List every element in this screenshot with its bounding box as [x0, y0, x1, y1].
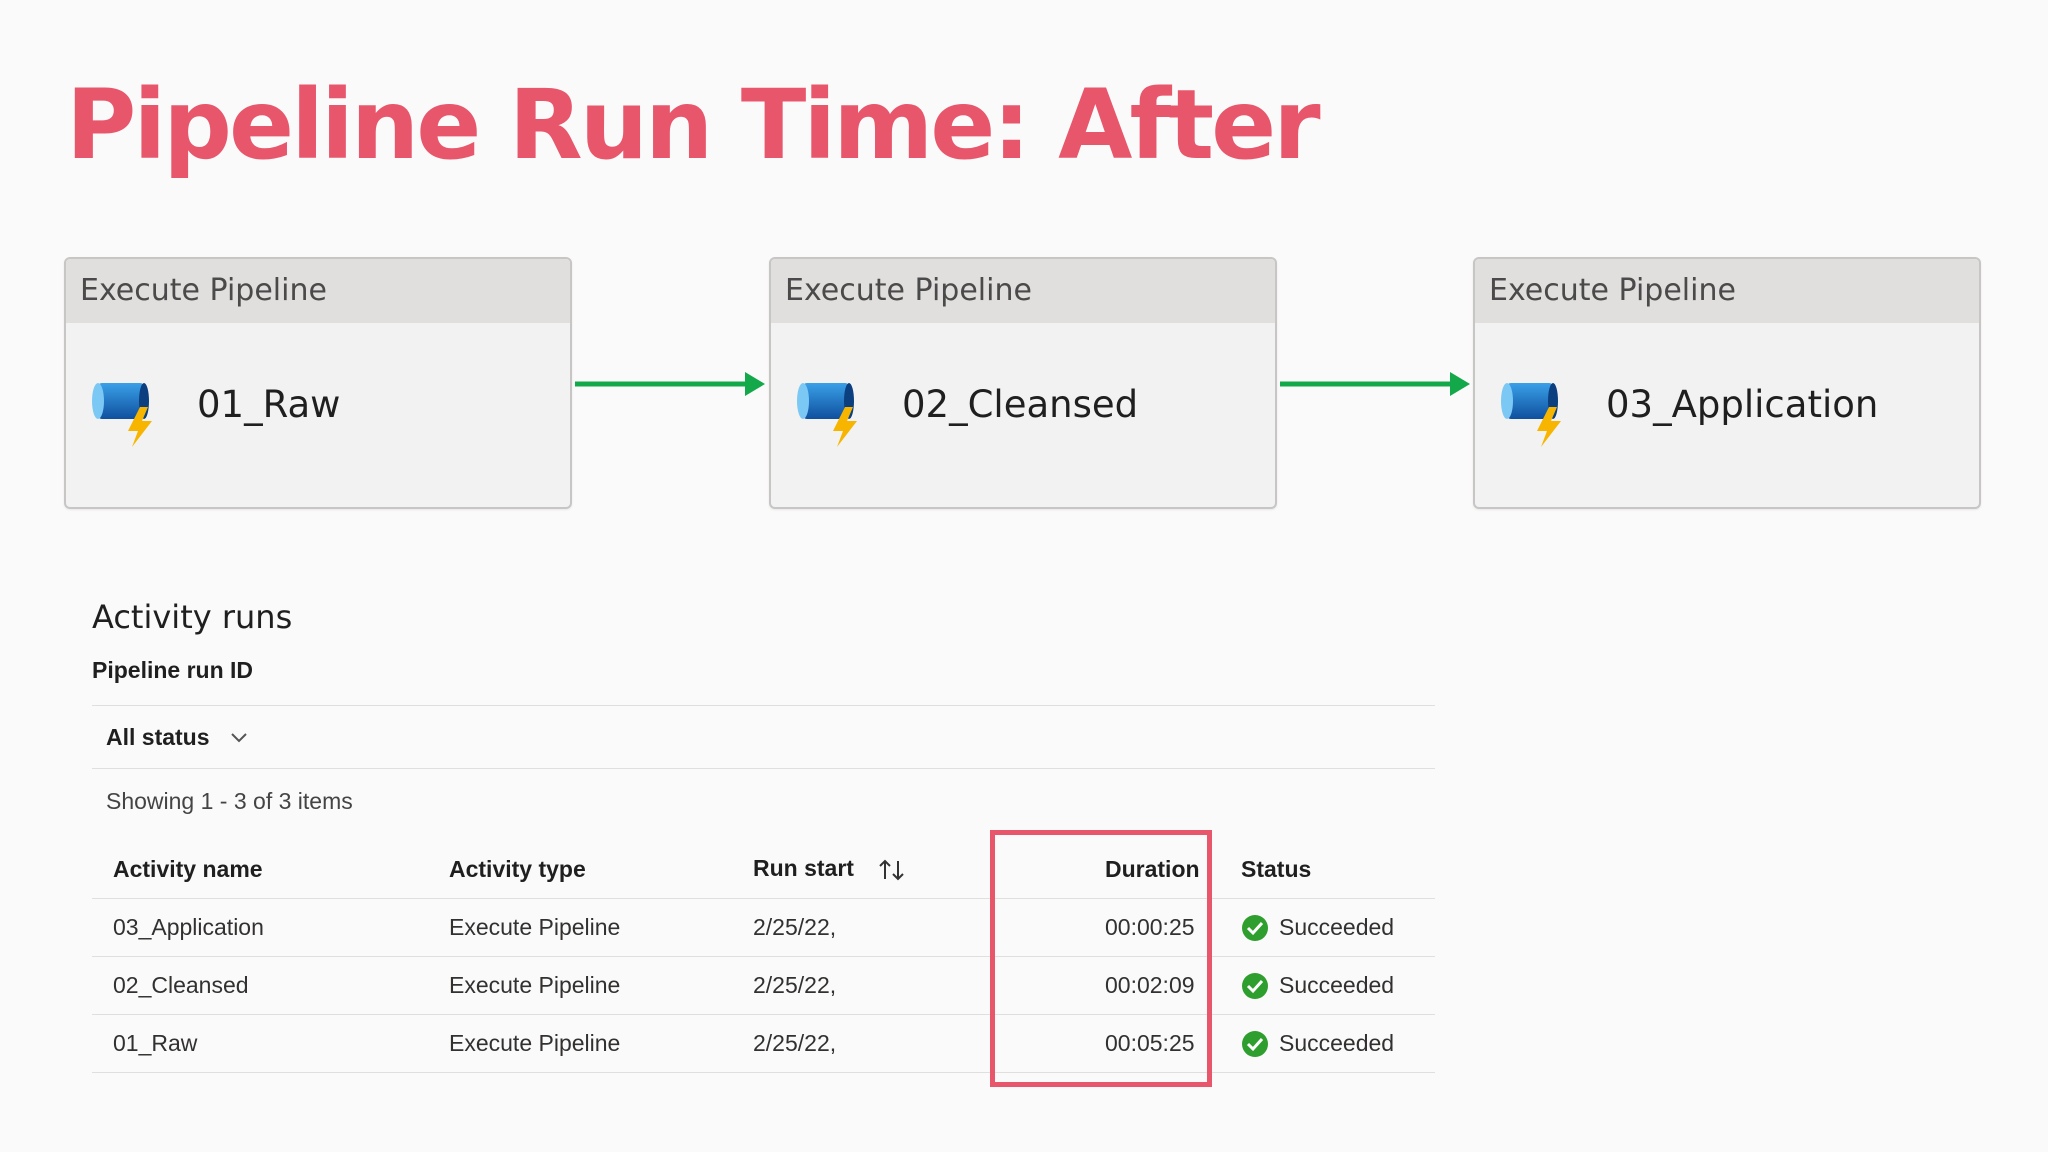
pipeline-name: 01_Raw [197, 383, 341, 426]
chevron-down-icon [230, 732, 247, 742]
items-count: Showing 1 - 3 of 3 items [106, 788, 353, 814]
activity-name-cell[interactable]: 01_Raw [92, 1014, 449, 1073]
card-header: Execute Pipeline [771, 259, 1275, 323]
execute-pipeline-icon [1501, 383, 1561, 447]
pipeline-name: 03_Application [1606, 383, 1879, 426]
activity-name-cell[interactable]: 03_Application [92, 898, 449, 957]
activity-type-cell: Execute Pipeline [449, 898, 753, 957]
status-text: Succeeded [1279, 972, 1395, 998]
divider [92, 768, 1435, 769]
column-header-status[interactable]: Status [1220, 840, 1435, 899]
slide-title: Pipeline Run Time: After [66, 69, 1321, 181]
run-start-cell: 2/25/22, [753, 898, 1037, 957]
pipeline-card-cleansed[interactable]: Execute Pipeline 02_Cleansed [769, 257, 1277, 509]
success-check-icon [1242, 914, 1268, 941]
status-text: Succeeded [1279, 914, 1395, 940]
status-filter-dropdown[interactable]: All status [106, 724, 248, 751]
duration-cell: 00:00:25 [1037, 898, 1220, 957]
duration-cell: 00:05:25 [1037, 1014, 1220, 1073]
flow-arrow [1280, 372, 1470, 396]
pipeline-card-application[interactable]: Execute Pipeline 03_Application [1473, 257, 1981, 509]
success-check-icon [1242, 1030, 1268, 1057]
pipeline-name: 02_Cleansed [902, 383, 1139, 426]
success-check-icon [1242, 972, 1268, 999]
status-filter-label: All status [106, 724, 210, 750]
activity-type-cell: Execute Pipeline [449, 1014, 753, 1073]
table-row[interactable]: 02_Cleansed Execute Pipeline 2/25/22, 00… [92, 956, 1435, 1015]
status-cell: Succeeded [1220, 1014, 1435, 1073]
pipeline-card-raw[interactable]: Execute Pipeline 01_Raw [64, 257, 572, 509]
activity-type-cell: Execute Pipeline [449, 956, 753, 1015]
column-header-duration[interactable]: Duration [1037, 840, 1220, 899]
divider [92, 705, 1435, 706]
table-header-row: Activity name Activity type Run start Du… [92, 840, 1435, 899]
status-cell: Succeeded [1220, 956, 1435, 1015]
column-header-activity-name[interactable]: Activity name [92, 840, 449, 899]
run-start-label: Run start [753, 855, 854, 882]
execute-pipeline-icon [797, 383, 857, 447]
status-text: Succeeded [1279, 1030, 1395, 1056]
activity-runs-title: Activity runs [92, 598, 293, 636]
table-row[interactable]: 03_Application Execute Pipeline 2/25/22,… [92, 898, 1435, 957]
card-header: Execute Pipeline [1475, 259, 1979, 323]
card-header: Execute Pipeline [66, 259, 570, 323]
activity-runs-table: Activity name Activity type Run start Du… [92, 840, 1435, 1073]
status-cell: Succeeded [1220, 898, 1435, 957]
activity-name-cell[interactable]: 02_Cleansed [92, 956, 449, 1015]
table-row[interactable]: 01_Raw Execute Pipeline 2/25/22, 00:05:2… [92, 1014, 1435, 1073]
sort-arrows-icon[interactable] [878, 857, 906, 883]
column-header-run-start[interactable]: Run start [753, 840, 1037, 899]
pipeline-run-id-label: Pipeline run ID [92, 657, 254, 683]
flow-arrow [575, 372, 765, 396]
duration-cell: 00:02:09 [1037, 956, 1220, 1015]
column-header-activity-type[interactable]: Activity type [449, 840, 753, 899]
run-start-cell: 2/25/22, [753, 1014, 1037, 1073]
run-start-cell: 2/25/22, [753, 956, 1037, 1015]
execute-pipeline-icon [92, 383, 152, 447]
